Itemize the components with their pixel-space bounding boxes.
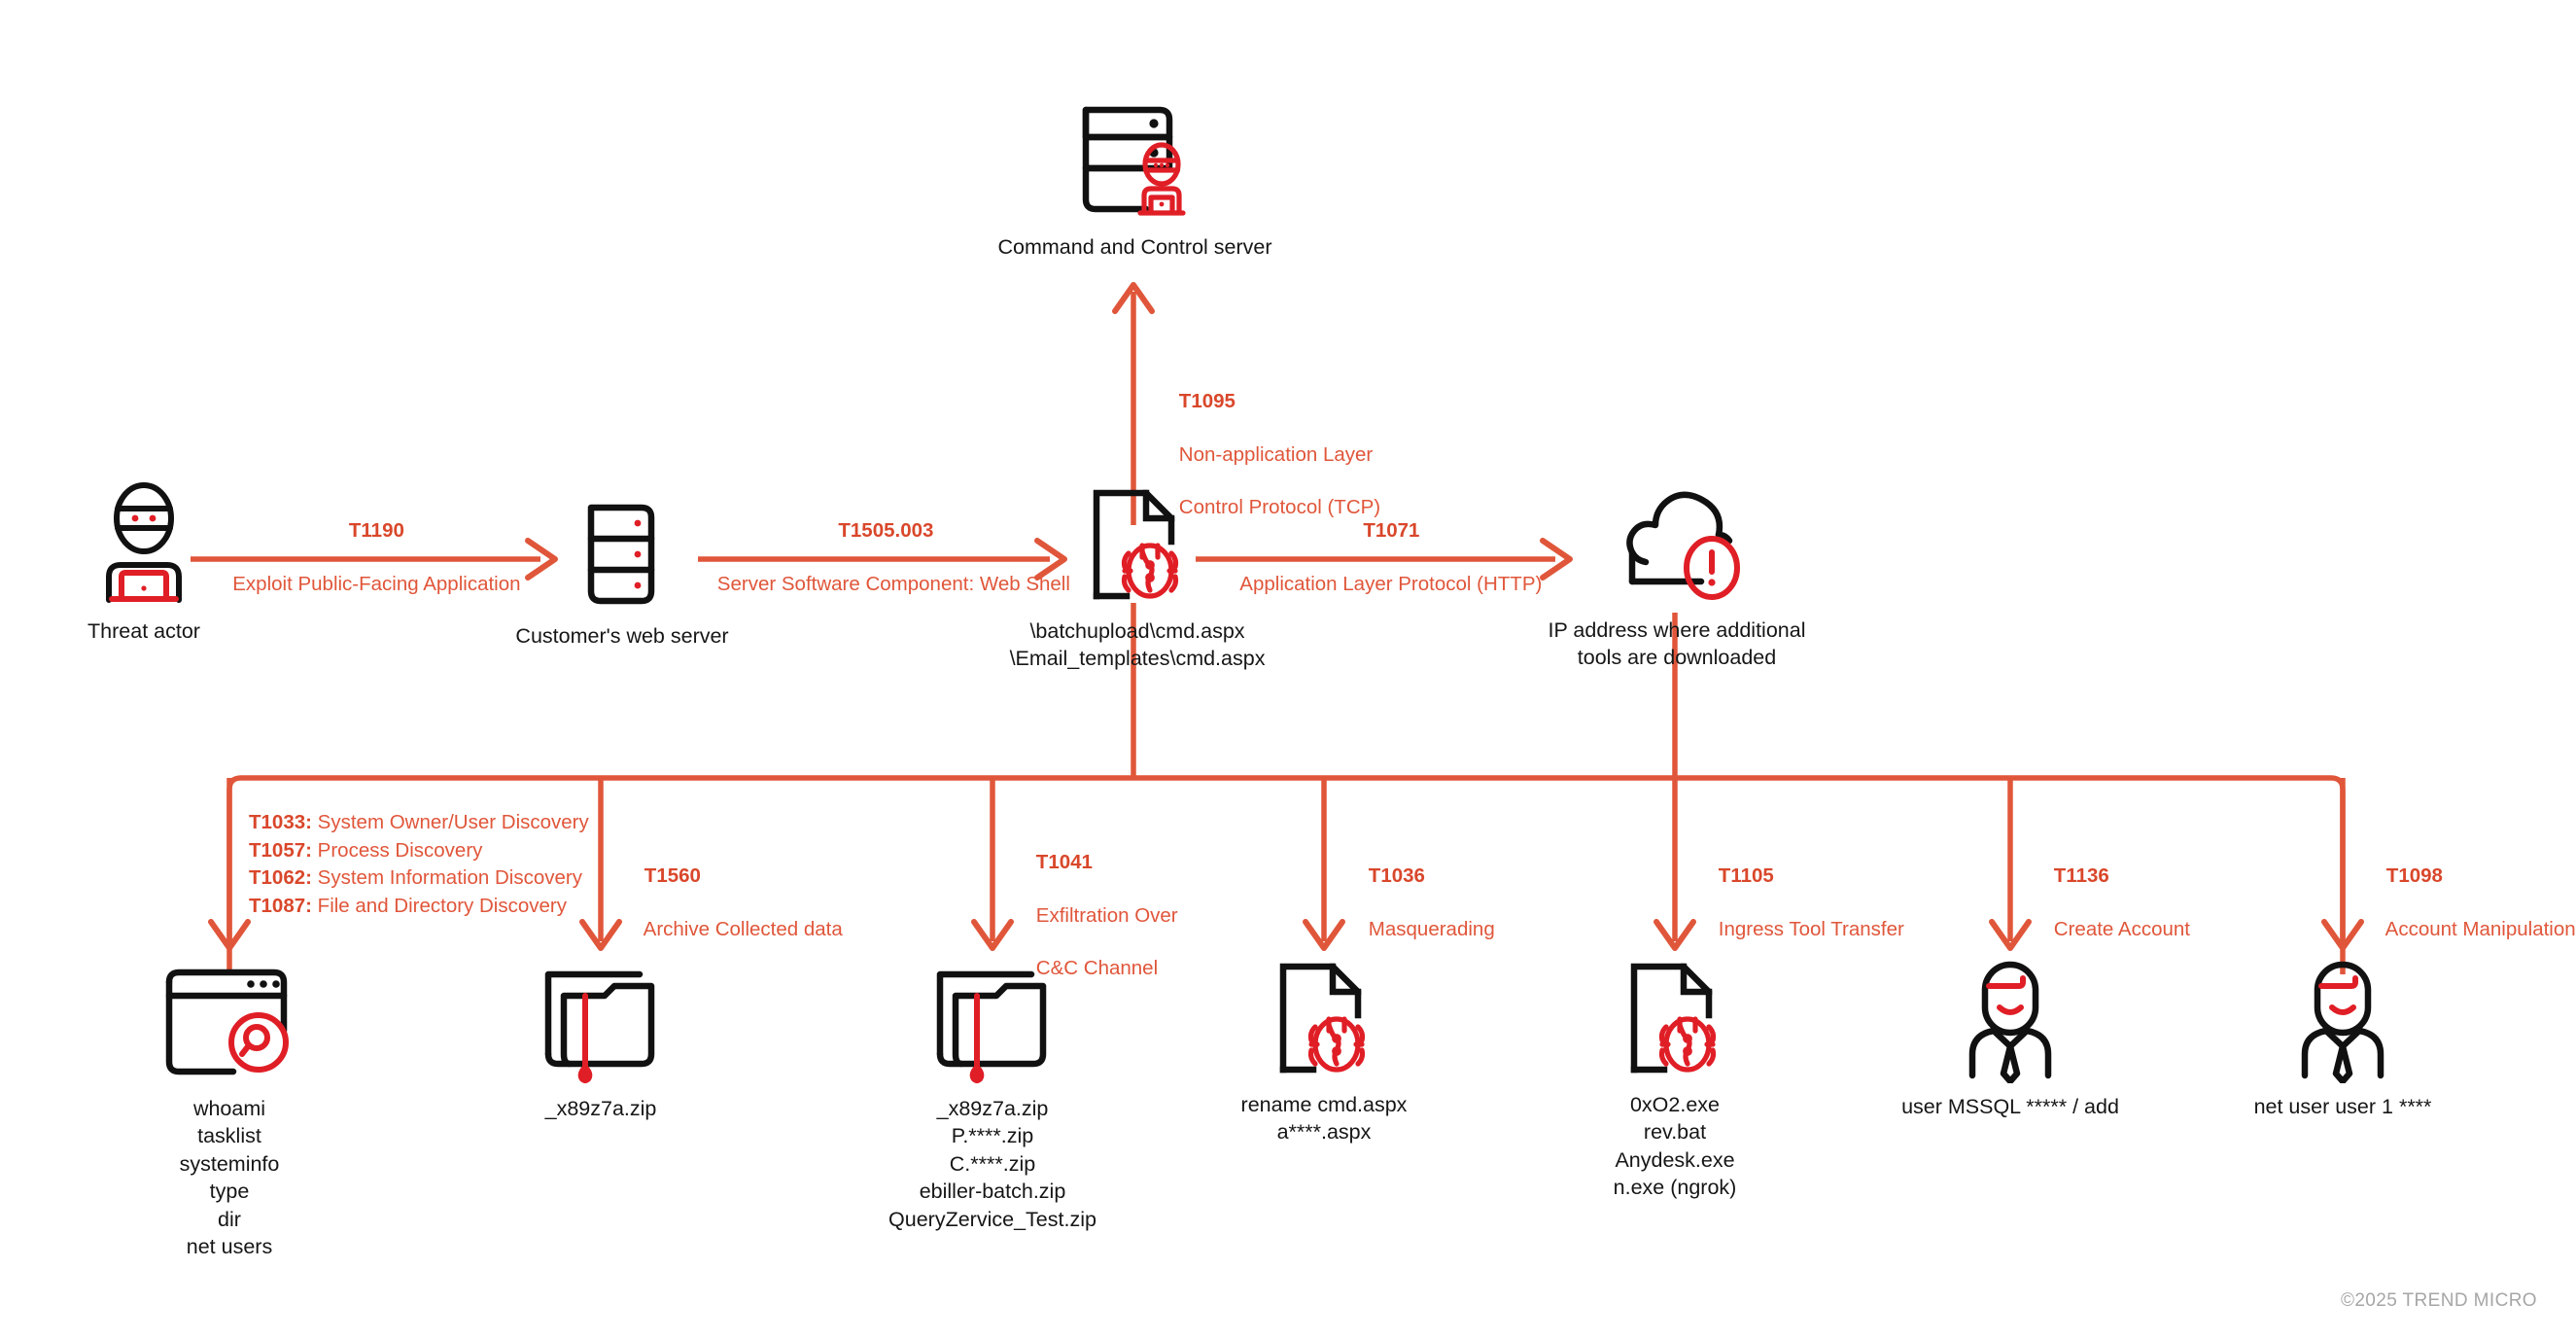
masked-hacker-laptop-icon [106, 482, 182, 603]
technique-code: T1071 [1363, 519, 1420, 543]
node-label: 0xO2.exe rev.bat Anydesk.exe n.exe (ngro… [1613, 1093, 1737, 1200]
node-downloaded-tools: 0xO2.exe rev.bat Anydesk.exe n.exe (ngro… [1568, 953, 1782, 1202]
technique-row: T1033: System Owner/User Discovery [249, 809, 599, 837]
node-renamed-webshell: rename cmd.aspx a****.aspx [1217, 953, 1431, 1146]
technique-desc: Server Software Component: Web Shell [716, 572, 1070, 595]
node-label: Customer's web server [515, 624, 729, 648]
infected-file-bug-icon [1279, 963, 1366, 1074]
bleeding-zip-folder-icon [936, 970, 1047, 1083]
technique-desc-line-2: Control Protocol (TCP) [1178, 496, 1381, 519]
user-account-icon [1968, 961, 2052, 1083]
node-command-and-control-server: Command and Control server [998, 92, 1272, 261]
technique-code: T1098 [2385, 864, 2443, 888]
technique-row: T1062: System Information Discovery [249, 864, 599, 893]
node-exfiltrated-archives: _x89z7a.zip P.****.zip C.****.zip ebille… [847, 953, 1138, 1233]
technique-code: T1087: [249, 895, 312, 918]
node-created-account: user MSSQL ***** / add [1894, 953, 2127, 1120]
node-label: user MSSQL ***** / add [1901, 1095, 2119, 1118]
node-label: Command and Control server [997, 235, 1272, 259]
node-archive-zip: _x89z7a.zip [494, 953, 708, 1122]
server-with-hacker-icon [1082, 106, 1186, 216]
technique-code: T1190 [348, 519, 404, 543]
technique-code: T1057: [249, 838, 312, 862]
technique-label-t1190: T1190 Exploit Public-Facing Application [191, 491, 540, 623]
node-label: net user user 1 **** [2253, 1095, 2432, 1118]
user-account-icon [2301, 961, 2385, 1083]
technique-desc-line-1: Account Manipulation [2385, 917, 2576, 940]
technique-label-discovery-group: T1033: System Owner/User Discovery T1057… [249, 809, 599, 921]
technique-label-t1036: T1036 Masquerading [1346, 836, 1638, 969]
technique-code: T1041 [1035, 851, 1093, 874]
server-rack-icon [587, 504, 655, 605]
node-label: whoami tasklist systeminfo type dir net … [179, 1097, 280, 1258]
node-label: \batchupload\cmd.aspx \Email_templates\c… [1009, 619, 1266, 671]
browser-window-search-icon [165, 969, 289, 1075]
technique-desc-line-1: Masquerading [1368, 917, 1495, 940]
technique-desc: System Information Discovery [317, 866, 582, 890]
node-web-shell-file: \batchupload\cmd.aspx \Email_templates\c… [1010, 481, 1265, 673]
technique-label-t1560: T1560 Archive Collected data [622, 836, 953, 969]
cloud-alert-icon [1626, 491, 1740, 600]
technique-desc-line-1: Non-application Layer [1178, 442, 1374, 466]
technique-label-t1071: T1071 Application Layer Protocol (HTTP) [1201, 491, 1560, 623]
copyright-notice: ©2025 TREND MICRO [2340, 1290, 2537, 1311]
technique-label-t1041: T1041 Exfiltration Over C&C Channel [1014, 823, 1267, 1008]
technique-desc-line-1: Ingress Tool Transfer [1718, 917, 1904, 940]
technique-label-t1505-003: T1505.003 Server Software Component: Web… [695, 491, 1070, 623]
node-download-ip-address: IP address where additional tools are do… [1549, 484, 1805, 672]
node-label: Threat actor [87, 619, 200, 643]
node-threat-actor: Threat actor [56, 481, 231, 645]
technique-code: T1505.003 [838, 519, 934, 543]
technique-desc-line-1: Create Account [2053, 917, 2190, 940]
technique-desc: File and Directory Discovery [317, 895, 567, 918]
node-label: rename cmd.aspx a****.aspx [1240, 1093, 1408, 1145]
technique-code: T1560 [644, 864, 701, 888]
node-customer-web-server: Customer's web server [515, 486, 729, 650]
infected-file-bug-icon [1093, 489, 1179, 600]
technique-desc: Application Layer Protocol (HTTP) [1239, 572, 1543, 595]
bleeding-zip-folder-icon [544, 970, 655, 1083]
technique-desc: Process Discovery [317, 838, 483, 862]
technique-code: T1033: [249, 811, 312, 833]
technique-desc: System Owner/User Discovery [317, 811, 589, 833]
technique-label-t1095: T1095 Non-application Layer Control Prot… [1157, 362, 1468, 547]
technique-code: T1036 [1368, 864, 1425, 888]
node-discovery-commands: whoami tasklist systeminfo type dir net … [122, 953, 336, 1260]
technique-code: T1095 [1178, 390, 1236, 413]
node-label: IP address where additional tools are do… [1548, 618, 1806, 670]
technique-code: T1062: [249, 866, 312, 890]
technique-desc: Exploit Public-Facing Application [232, 572, 521, 595]
node-manipulated-account: net user user 1 **** [2226, 953, 2459, 1120]
technique-label-t1105: T1105 Ingress Tool Transfer [1696, 836, 2007, 969]
node-label: _x89z7a.zip [544, 1097, 657, 1120]
technique-code: T1105 [1718, 864, 1774, 888]
technique-desc-line-2: C&C Channel [1035, 957, 1159, 980]
technique-label-t1098: T1098 Account Manipulation [2364, 836, 2576, 969]
technique-code: T1136 [2053, 864, 2109, 888]
technique-desc-line-1: Archive Collected data [643, 917, 843, 940]
node-label: _x89z7a.zip P.****.zip C.****.zip ebille… [888, 1097, 1097, 1231]
technique-desc-line-1: Exfiltration Over [1035, 903, 1178, 927]
technique-row: T1057: Process Discovery [249, 837, 599, 865]
technique-row: T1087: File and Directory Discovery [249, 893, 599, 921]
technique-label-t1136: T1136 Create Account [2032, 836, 2323, 969]
infected-file-bug-icon [1630, 963, 1717, 1074]
